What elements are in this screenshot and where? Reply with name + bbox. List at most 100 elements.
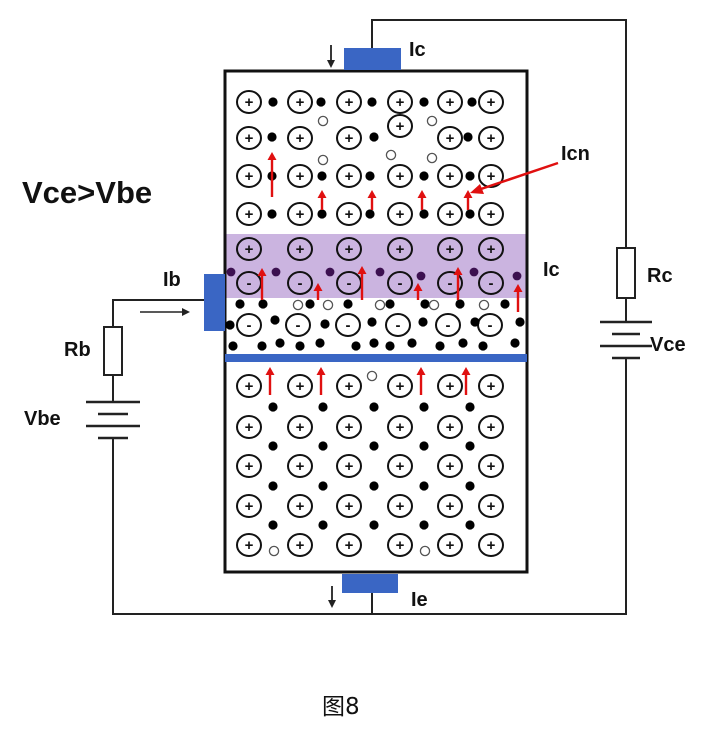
svg-text:+: + [396, 419, 405, 436]
positive-ion: + [287, 126, 313, 150]
svg-text:+: + [345, 458, 354, 475]
negative-ion: - [285, 313, 311, 337]
svg-text:+: + [446, 378, 455, 395]
svg-text:+: + [396, 206, 405, 223]
positive-ion: + [478, 415, 504, 439]
svg-text:+: + [296, 378, 305, 395]
electron [419, 209, 429, 219]
svg-text:-: - [247, 275, 252, 292]
positive-ion: + [236, 533, 262, 557]
flow-arrow [463, 190, 473, 210]
battery-vbe [86, 400, 140, 440]
electron [365, 171, 375, 181]
electron [510, 338, 520, 348]
electron [318, 441, 328, 451]
positive-ion: + [336, 374, 362, 398]
svg-text:+: + [245, 458, 254, 475]
negative-ion: - [336, 271, 362, 295]
hole [426, 152, 438, 164]
svg-text:+: + [245, 498, 254, 515]
base-carrier [512, 271, 522, 281]
positive-ion: + [287, 164, 313, 188]
svg-text:+: + [345, 130, 354, 147]
negative-ions: ------------ [236, 271, 504, 337]
hole [268, 545, 280, 557]
resistor-rc [616, 247, 636, 299]
electron [458, 338, 468, 348]
positive-ion: + [287, 374, 313, 398]
svg-text:+: + [487, 378, 496, 395]
electron [369, 441, 379, 451]
electron [463, 132, 473, 142]
svg-text:+: + [245, 378, 254, 395]
svg-text:+: + [446, 241, 455, 258]
electron [385, 299, 395, 309]
electron [351, 341, 361, 351]
positive-ion: + [387, 114, 413, 138]
hole [317, 154, 329, 166]
electron [419, 171, 429, 181]
electron [420, 299, 430, 309]
electron [419, 441, 429, 451]
positive-ion: + [387, 454, 413, 478]
icn-label: Icn [561, 143, 590, 165]
positive-ion: + [437, 533, 463, 557]
rb-label: Rb [64, 339, 91, 361]
positive-ion: + [236, 237, 262, 261]
svg-text:-: - [396, 317, 401, 334]
electron [275, 338, 285, 348]
svg-text:+: + [345, 206, 354, 223]
hole [322, 299, 334, 311]
electron [467, 97, 477, 107]
base-carrier [325, 267, 335, 277]
electron [257, 341, 267, 351]
electron [318, 402, 328, 412]
vbe-return-wire [112, 438, 372, 615]
svg-text:+: + [487, 537, 496, 554]
svg-text:+: + [296, 419, 305, 436]
base-current-label: Ib [163, 269, 181, 291]
electron [315, 338, 325, 348]
svg-text:+: + [396, 498, 405, 515]
positive-ion: + [387, 202, 413, 226]
collector-current-arrow [327, 45, 335, 68]
svg-text:-: - [298, 275, 303, 292]
flow-arrow [416, 367, 426, 395]
svg-text:+: + [345, 537, 354, 554]
emitter-junction-bar [225, 354, 527, 362]
base-current-arrow [140, 308, 190, 316]
positive-ion: + [478, 533, 504, 557]
svg-text:+: + [296, 241, 305, 258]
svg-text:+: + [396, 168, 405, 185]
base-carrier [375, 267, 385, 277]
hole [385, 149, 397, 161]
electron [320, 319, 330, 329]
positive-ion: + [236, 454, 262, 478]
electron [318, 520, 328, 530]
electron [465, 209, 475, 219]
emitter-current-arrow [328, 586, 336, 608]
svg-text:-: - [247, 317, 252, 334]
electron [500, 299, 510, 309]
electron [305, 299, 315, 309]
electron [318, 481, 328, 491]
positive-ion: + [387, 237, 413, 261]
electron [455, 299, 465, 309]
electron [369, 132, 379, 142]
negative-ion: - [287, 271, 313, 295]
positive-ion: + [336, 533, 362, 557]
positive-ion: + [336, 126, 362, 150]
positive-ion: + [387, 494, 413, 518]
electron [419, 402, 429, 412]
charge-carriers [225, 97, 525, 557]
electron [465, 171, 475, 181]
positive-ion: + [478, 454, 504, 478]
base-region [225, 234, 527, 298]
hole [366, 370, 378, 382]
base-wire [112, 299, 204, 327]
flow-arrow [257, 268, 267, 300]
electron [515, 317, 525, 327]
positive-ion: + [287, 533, 313, 557]
svg-text:-: - [346, 317, 351, 334]
electron [369, 481, 379, 491]
